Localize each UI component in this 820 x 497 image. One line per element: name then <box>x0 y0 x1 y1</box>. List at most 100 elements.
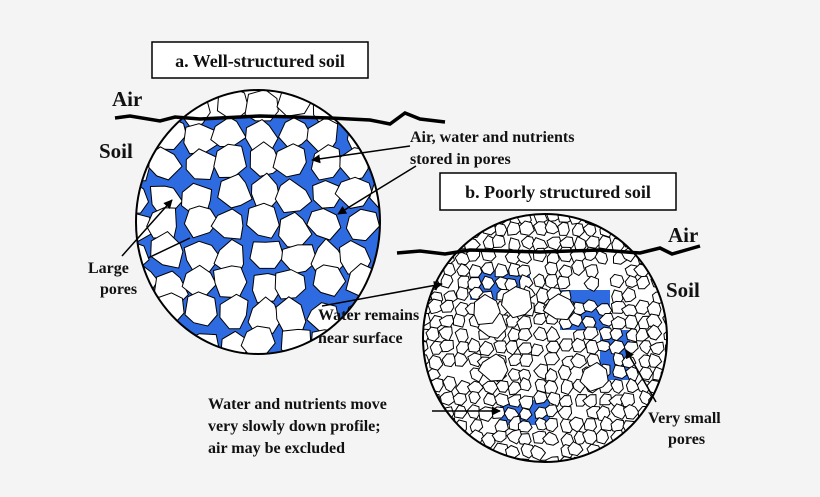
soil-particle <box>467 337 482 353</box>
arrow-small <box>625 349 657 403</box>
soil-particle <box>491 234 506 249</box>
soil-particle <box>582 458 601 462</box>
soil-aggregate <box>341 90 370 118</box>
soil-particle <box>648 235 666 250</box>
soil-particle <box>556 275 571 290</box>
soil-particle <box>507 460 523 462</box>
soil-particle <box>468 264 483 278</box>
soil-aggregate <box>185 148 218 181</box>
soil-aggregate <box>147 332 181 354</box>
soil-particle <box>491 406 506 420</box>
soil-aggregate <box>374 150 380 186</box>
soil-particle <box>455 286 469 301</box>
soil-particle <box>544 404 559 418</box>
soil-particle <box>467 444 483 459</box>
soil-particle <box>441 353 457 368</box>
soil-particle <box>440 273 454 289</box>
soil-particle <box>454 301 471 317</box>
soil-aggregate <box>280 244 318 275</box>
callout-pores-line2: stored in pores <box>410 151 511 168</box>
soil-particle <box>520 442 536 459</box>
soil-particle <box>519 377 532 392</box>
air-label-b: Air <box>668 223 698 247</box>
soil-particle <box>610 315 628 330</box>
soil-particle <box>454 457 471 462</box>
soil-particle <box>423 339 429 353</box>
soil-particle <box>477 459 494 462</box>
soil-particle <box>507 327 521 342</box>
soil-particle <box>647 223 662 240</box>
soil-aggregate <box>334 176 373 209</box>
soil-particle <box>609 273 625 289</box>
soil-particle <box>517 458 533 462</box>
soil-particle <box>612 221 626 235</box>
soil-particle <box>530 343 544 357</box>
soil-particle <box>473 293 501 326</box>
soil-particle <box>542 293 576 321</box>
soil-aggregate <box>249 240 285 269</box>
soil-particle <box>451 214 467 226</box>
soil-particle <box>492 453 506 462</box>
soil-aggregate <box>379 210 380 244</box>
soil-aggregate <box>246 202 280 239</box>
soil-particle <box>439 299 455 313</box>
soil-particle <box>661 214 667 225</box>
soil-particle <box>429 417 445 431</box>
soil-particle <box>599 415 615 432</box>
soil-particle <box>567 312 583 328</box>
soil-particle <box>428 214 442 224</box>
soil-particle <box>622 404 640 420</box>
callout-large-line1: Large <box>88 260 129 277</box>
soil-particle <box>595 339 612 353</box>
soil-particle <box>624 214 640 224</box>
soil-particle <box>508 237 521 252</box>
soil-particle <box>495 380 510 393</box>
callout-small-line1: Very small <box>648 410 721 427</box>
soil-particle <box>545 367 558 382</box>
soil-particle <box>423 458 429 462</box>
soil-aggregate <box>186 333 221 354</box>
soil-particle <box>478 340 495 357</box>
soil-particle <box>423 224 432 239</box>
soil-particle <box>530 444 547 461</box>
soil-particle <box>624 314 639 330</box>
soil-particle <box>507 368 522 381</box>
soil-particle <box>442 442 458 457</box>
callout-slow-line1: Water and nutrients move <box>208 396 387 413</box>
soil-particle <box>625 328 640 343</box>
soil-particle <box>649 214 666 223</box>
soil-aggregate <box>153 90 186 119</box>
soil-particle <box>494 222 508 237</box>
air-label-a: Air <box>112 87 142 111</box>
soil-particle <box>574 393 588 407</box>
ground-surface-line-b <box>396 244 701 256</box>
soil-aggregate <box>376 90 380 115</box>
soil-particle <box>517 420 533 433</box>
title-b: b. Poorly structured soil <box>465 182 651 202</box>
soil-particle <box>638 339 653 356</box>
soil-particle <box>637 459 653 462</box>
soil-particle <box>500 286 533 319</box>
soil-particle <box>429 340 444 355</box>
soil-particle <box>623 433 637 448</box>
callout-small-line2: pores <box>668 431 705 448</box>
soil-particle <box>532 430 548 444</box>
soil-particle <box>582 299 599 313</box>
soil-particle <box>582 326 599 341</box>
sample-b-outline <box>422 213 668 463</box>
soil-aggregate <box>212 265 248 299</box>
soil-particle <box>619 392 636 408</box>
soil-aggregate <box>272 143 307 178</box>
soil-aggregate <box>277 117 312 151</box>
soil-particle <box>545 456 560 462</box>
soil-particle <box>612 446 629 460</box>
soil-particle <box>533 390 548 405</box>
soil-particle <box>636 220 650 236</box>
soil-particle <box>423 402 427 418</box>
poorly-structured-soil-sample <box>422 213 668 463</box>
soil-particle <box>440 431 454 445</box>
soil-particle <box>558 338 574 352</box>
soil-particle <box>625 377 640 394</box>
soil-aggregate <box>240 325 276 354</box>
